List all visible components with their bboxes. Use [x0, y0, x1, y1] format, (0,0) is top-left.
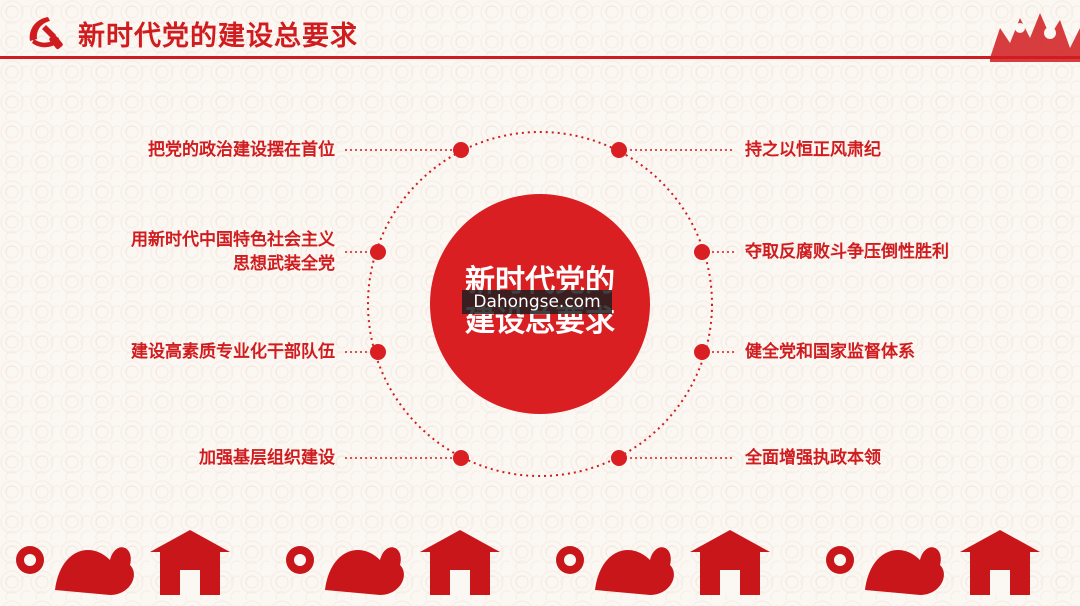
node-right-2 [694, 244, 710, 260]
node-left-2 [370, 244, 386, 260]
dotted-ring [367, 131, 713, 477]
item-left-4: 加强基层组织建设 [199, 448, 335, 468]
item-right-2: 夺取反腐败斗争压倒性胜利 [745, 242, 949, 262]
item-left-3: 建设高素质专业化干部队伍 [131, 342, 335, 362]
item-left-2-line-1: 用新时代中国特色社会主义 [131, 230, 335, 250]
paper-cut-footer-border [16, 530, 1040, 595]
node-right-4 [611, 450, 627, 466]
node-left-4 [453, 450, 469, 466]
paper-cut-decoration-icon [990, 13, 1080, 62]
item-left-2: 用新时代中国特色社会主义 思想武装全党 [40, 228, 335, 276]
item-left-2-line-2: 思想武装全党 [233, 254, 335, 274]
item-left-1: 把党的政治建设摆在首位 [148, 140, 335, 160]
item-right-4: 全面增强执政本领 [745, 448, 881, 468]
party-emblem-icon [29, 17, 63, 50]
node-right-1 [611, 142, 627, 158]
node-left-1 [453, 142, 469, 158]
slide-header: 新时代党的建设总要求 [0, 0, 1080, 62]
page-title: 新时代党的建设总要求 [78, 21, 358, 52]
item-right-3: 健全党和国家监督体系 [745, 342, 915, 362]
watermark-label: Dahongse.com [462, 290, 612, 314]
node-right-3 [694, 344, 710, 360]
node-left-3 [370, 344, 386, 360]
item-right-1: 持之以恒正风肃纪 [745, 140, 881, 160]
header-divider [0, 56, 1080, 59]
footer-motif-1 [16, 530, 230, 595]
